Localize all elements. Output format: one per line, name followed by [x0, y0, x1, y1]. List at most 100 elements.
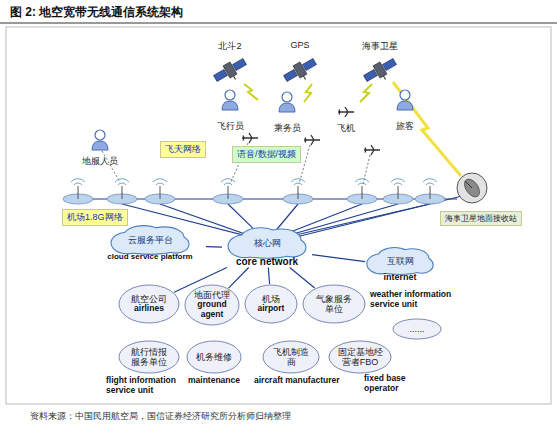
- node-label: 机场: [250, 294, 292, 304]
- crew-icon: [279, 92, 295, 112]
- icon-label: 飞机: [337, 122, 355, 135]
- party-ellipse: 航空公司airlines: [118, 284, 180, 324]
- network-link: [290, 268, 315, 289]
- network-link: [229, 268, 249, 289]
- node-label: 地面代理: [191, 290, 233, 300]
- figure-title: 图 2: 地空宽带无线通信系统架构: [10, 4, 183, 21]
- english-label: fixed base operator: [364, 374, 416, 394]
- aircraft-icon: [364, 145, 380, 155]
- aircraft-icon: [304, 135, 320, 145]
- node-label: 语音/数据/视频: [237, 148, 296, 161]
- radio-bolt: [244, 84, 258, 100]
- icon-label: 飞行员: [217, 120, 244, 133]
- party-ellipse: 飞机制造商aircraft manufacturer: [262, 340, 320, 374]
- passenger-icon: [397, 90, 413, 110]
- node-label: 海事卫星地面接收站: [445, 213, 517, 224]
- ellipse-shape: [119, 285, 179, 323]
- network-tag: 飞天网络: [160, 141, 206, 158]
- ellipse-shape: [185, 285, 239, 325]
- node-label: 机场1.8G网络: [67, 211, 123, 224]
- node-label: 核心网: [231, 230, 303, 256]
- party-ellipse: ......: [392, 318, 442, 340]
- node-label: 机务维修: [192, 352, 236, 362]
- party-ellipse: 航行情报服务单位flight information service unit: [118, 340, 180, 374]
- base-station: [213, 179, 243, 204]
- english-label: weather information service unit: [370, 290, 470, 310]
- node-label: 气象服务单位: [316, 294, 353, 315]
- radio-bolt: [393, 82, 461, 176]
- node-label: 云服务平台: [114, 228, 186, 252]
- satellite-icon: [212, 55, 250, 88]
- node-label: ......: [397, 324, 437, 334]
- node-label: 互联网: [370, 250, 430, 272]
- icon-label: 地服人员: [82, 155, 118, 168]
- ellipse-shape: [329, 341, 391, 373]
- english-label: airport: [258, 304, 285, 314]
- ellipse-shape: [187, 341, 241, 373]
- aircraft-icon: [242, 133, 258, 143]
- icon-label: 乘务员: [274, 122, 301, 135]
- pilot-icon: [222, 90, 238, 110]
- cloud-lobe: [411, 257, 433, 273]
- ellipse-shape: [245, 285, 297, 323]
- network-tag: 语音/数据/视频: [232, 146, 301, 163]
- network-cloud: 互联网internet: [365, 250, 435, 282]
- source-note: 资料来源：中国民用航空局，国信证券经济研究所分析师归纳整理: [30, 410, 291, 423]
- icon-label: GPS: [290, 40, 309, 50]
- base-station: [283, 179, 313, 204]
- english-label: airlines: [134, 304, 164, 314]
- cloud-fill: [229, 228, 306, 257]
- base-station: [107, 179, 137, 204]
- cloud-fill: [112, 226, 189, 254]
- icon-label: 海事卫星: [362, 40, 398, 53]
- ground-station-dish: [457, 173, 487, 203]
- network-tag: 机场1.8G网络: [62, 209, 128, 226]
- party-ellipse: 气象服务单位weather information service unit: [302, 284, 366, 324]
- ellipse-shape: [393, 319, 441, 339]
- frame: [6, 27, 551, 404]
- cloud-fill: [367, 248, 432, 274]
- satellite-icon: [282, 55, 320, 88]
- icon-label: 旅客: [396, 120, 414, 133]
- party-ellipse: 固定基地经营者FBOfixed base operator: [328, 340, 392, 374]
- ground-staff-icon: [92, 130, 108, 150]
- english-label: internet: [383, 272, 416, 282]
- cloud-stroke: [367, 248, 432, 274]
- network-cloud: 云服务平台cloud service platform: [94, 228, 206, 261]
- icon-label: 北斗2: [218, 40, 241, 53]
- cloud-stroke: [229, 228, 306, 257]
- party-ellipse: 机务维修maintenance: [186, 340, 242, 374]
- network-tag: 海事卫星地面接收站: [440, 211, 522, 226]
- english-label: aircraft manufacturer: [254, 376, 364, 386]
- cloud-lobe: [280, 239, 306, 257]
- network-cloud: 核心网core network: [222, 230, 312, 268]
- radio-bolt: [304, 84, 312, 102]
- network-link: [312, 255, 365, 262]
- cloud-stroke: [112, 226, 189, 254]
- ellipse-shape: [119, 341, 179, 373]
- radio-bolt: [360, 84, 372, 102]
- cloud-lobe: [411, 257, 433, 273]
- network-link: [206, 246, 222, 248]
- english-label: core network: [236, 256, 298, 268]
- aircraft-icon: [338, 107, 354, 117]
- node-label: 航行情报服务单位: [131, 347, 168, 368]
- base-station: [145, 179, 175, 204]
- cloud-lobe: [280, 239, 306, 257]
- base-station: [415, 179, 445, 204]
- base-station: [347, 179, 377, 204]
- base-station: [383, 179, 413, 204]
- network-link: [268, 268, 269, 285]
- node-label: 飞机制造商: [273, 347, 310, 368]
- title-rule: [0, 23, 557, 24]
- radio-link: [102, 143, 370, 184]
- party-ellipse: 地面代理ground agent: [184, 284, 240, 326]
- node-label: 飞天网络: [165, 143, 201, 156]
- base-station: [63, 179, 93, 204]
- ellipse-shape: [263, 341, 319, 373]
- node-label: 航空公司: [125, 294, 173, 304]
- english-label: ground agent: [188, 300, 236, 320]
- english-label: cloud service platform: [107, 252, 192, 261]
- ellipse-shape: [303, 285, 365, 323]
